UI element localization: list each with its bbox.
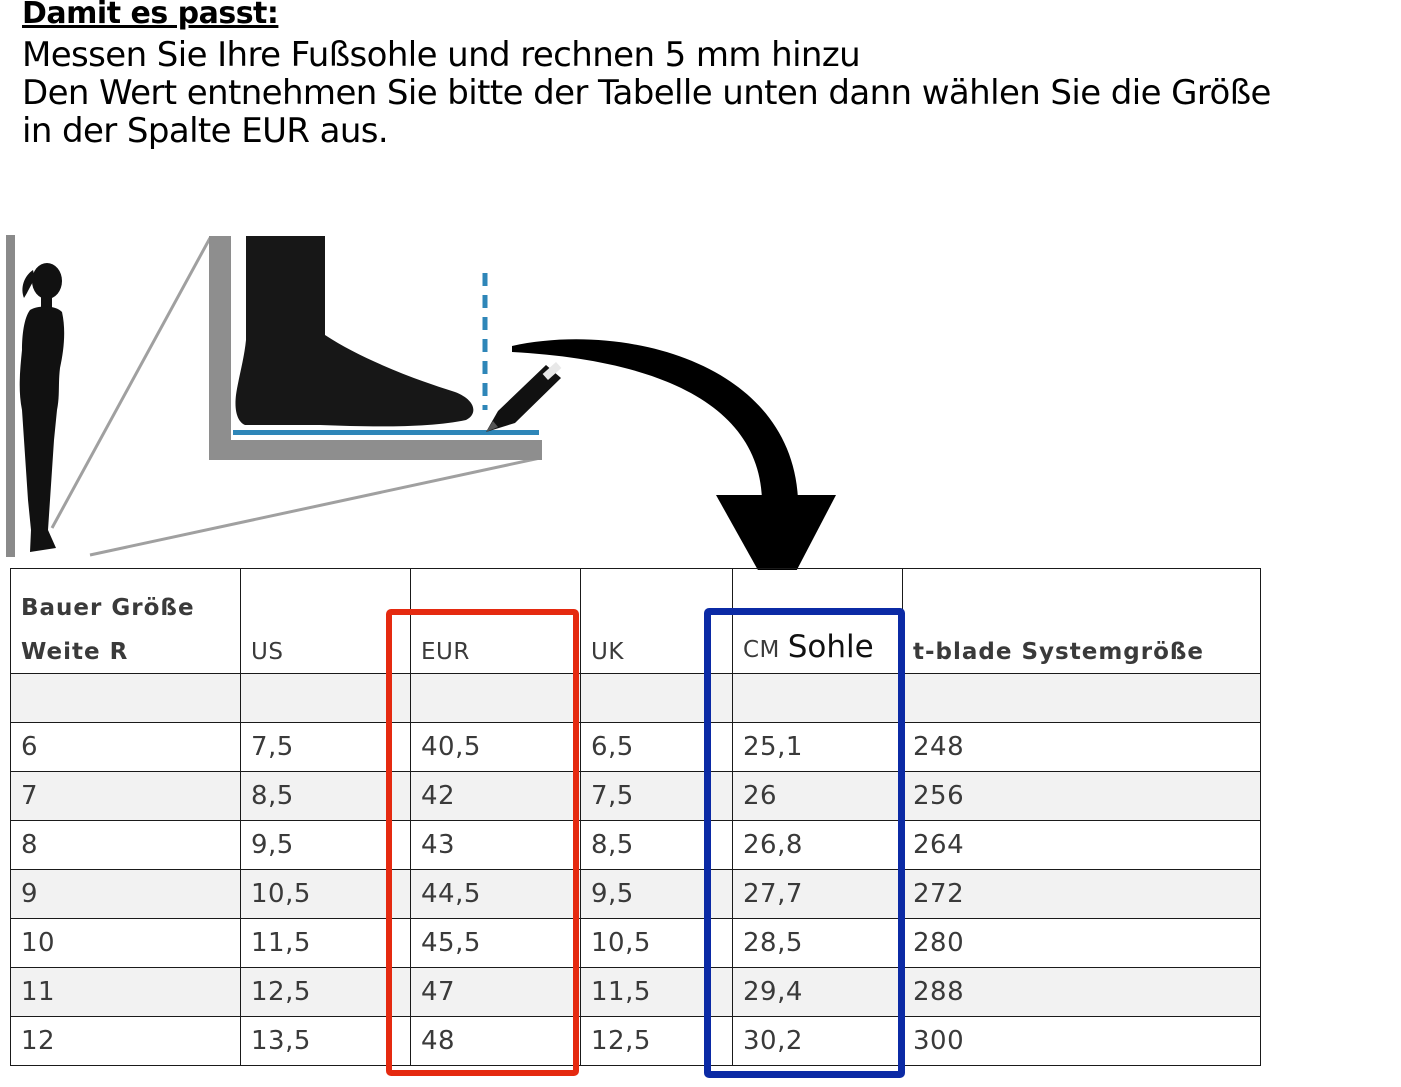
perspective-line-bottom [89, 456, 541, 557]
cell-bauer: 8 [10, 820, 241, 870]
table-header-row: Bauer Größe Weite R US EUR UK CM Sohle t… [10, 568, 1261, 674]
table-spacer-row [10, 673, 1261, 723]
wall-bar [6, 235, 15, 557]
header-eur: EUR [410, 568, 581, 674]
cell-us: 13,5 [240, 1016, 411, 1066]
cell-eur: 48 [410, 1016, 581, 1066]
instruction-line-2: Den Wert entnehmen Sie bitte der Tabelle… [22, 73, 1271, 113]
cell-us: 9,5 [240, 820, 411, 870]
page-title: Damit es passt: [22, 0, 279, 31]
cell-eur: 40,5 [410, 722, 581, 772]
cell-us: 8,5 [240, 771, 411, 821]
cell-cm: 26 [732, 771, 903, 821]
cell-bauer: 12 [10, 1016, 241, 1066]
cell-cm: 29,4 [732, 967, 903, 1017]
cell-tblade: 256 [902, 771, 1261, 821]
eur-highlight-frame [386, 609, 579, 1076]
measure-line [233, 430, 539, 435]
foot-on-ruler-icon [235, 236, 474, 427]
instruction-line-1: Messen Sie Ihre Fußsohle und rechnen 5 m… [22, 35, 861, 75]
cell-tblade: 280 [902, 918, 1261, 968]
header-cm-note: Sohle [787, 629, 874, 665]
header-bauer: Bauer Größe Weite R [10, 568, 241, 674]
header-us: US [240, 568, 411, 674]
cell-us: 10,5 [240, 869, 411, 919]
cell-us: 7,5 [240, 722, 411, 772]
header-cm-label: CM [743, 637, 780, 663]
cell-tblade: 300 [902, 1016, 1261, 1066]
header-bauer-width: Weite R [21, 639, 129, 665]
cell-cm: 25,1 [732, 722, 903, 772]
cell-bauer: 11 [10, 967, 241, 1017]
cell-eur: 44,5 [410, 869, 581, 919]
cell-tblade: 248 [902, 722, 1261, 772]
cell-cm: 26,8 [732, 820, 903, 870]
cm-highlight-frame [704, 608, 905, 1078]
perspective-line-top [50, 237, 212, 529]
cell-us: 11,5 [240, 918, 411, 968]
header-tblade: t-blade Systemgröße [902, 568, 1261, 674]
curved-arrow-icon [512, 339, 836, 570]
frame-bottom [209, 440, 542, 460]
size-table: Bauer Größe Weite R US EUR UK CM Sohle t… [10, 568, 1261, 1066]
header-bauer-size: Bauer Größe [21, 595, 195, 621]
cell-bauer: 7 [10, 771, 241, 821]
cell-bauer: 10 [10, 918, 241, 968]
cell-cm: 27,7 [732, 869, 903, 919]
cell-eur: 42 [410, 771, 581, 821]
frame-left [209, 236, 231, 460]
cell-eur: 47 [410, 967, 581, 1017]
cell-tblade: 264 [902, 820, 1261, 870]
cell-us: 12,5 [240, 967, 411, 1017]
foot-measurement-illustration [6, 235, 836, 570]
woman-silhouette-icon [19, 263, 65, 552]
pen-icon [486, 362, 562, 432]
cell-bauer: 9 [10, 869, 241, 919]
instruction-line-3: in der Spalte EUR aus. [22, 111, 389, 151]
cell-eur: 43 [410, 820, 581, 870]
cell-cm: 30,2 [732, 1016, 903, 1066]
cell-bauer: 6 [10, 722, 241, 772]
cell-tblade: 288 [902, 967, 1261, 1017]
cell-tblade: 272 [902, 869, 1261, 919]
